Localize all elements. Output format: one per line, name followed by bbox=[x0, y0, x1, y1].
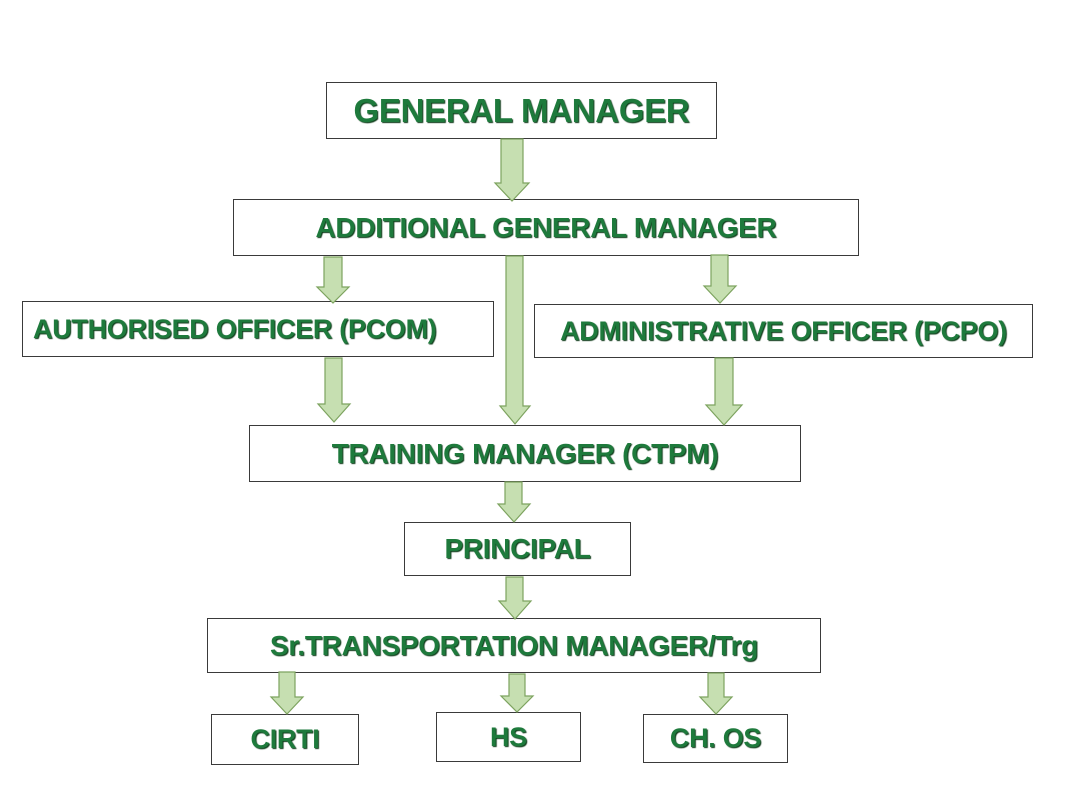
arrow-gm-to-agm bbox=[493, 138, 531, 202]
arrow-principal-to-sr-transportation-manager bbox=[497, 576, 533, 620]
arrow-authorised-officer-to-training-manager bbox=[316, 357, 352, 423]
node-label-sr-transportation-manager: Sr.TRANSPORTATION MANAGER/Trg bbox=[269, 629, 759, 661]
node-principal: PRINCIPAL bbox=[404, 522, 631, 576]
node-label-ch-os: CH. OS bbox=[669, 723, 762, 753]
arrow-agm-to-authorised-officer bbox=[315, 256, 351, 304]
arrow-agm-to-training-manager bbox=[498, 255, 532, 425]
arrow-administrative-officer-to-training-manager bbox=[704, 357, 744, 426]
node-administrative-officer: ADMINISTRATIVE OFFICER (PCPO) bbox=[534, 304, 1033, 358]
node-label-additional-general-manager: ADDITIONAL GENERAL MANAGER bbox=[315, 211, 777, 243]
node-label-training-manager: TRAINING MANAGER (CTPM) bbox=[331, 437, 719, 469]
node-additional-general-manager: ADDITIONAL GENERAL MANAGER bbox=[233, 199, 859, 256]
arrow-sr-tm-to-cirti bbox=[269, 671, 305, 715]
arrow-training-manager-to-principal bbox=[496, 481, 532, 523]
node-ch-os: CH. OS bbox=[643, 714, 788, 763]
node-training-manager: TRAINING MANAGER (CTPM) bbox=[249, 425, 801, 482]
node-authorised-officer: AUTHORISED OFFICER (PCOM) bbox=[22, 301, 494, 357]
node-label-administrative-officer: ADMINISTRATIVE OFFICER (PCPO) bbox=[560, 315, 1007, 346]
node-label-cirti: CIRTI bbox=[250, 724, 320, 754]
node-label-authorised-officer: AUTHORISED OFFICER (PCOM) bbox=[33, 313, 437, 344]
arrow-sr-tm-to-hs bbox=[499, 673, 535, 713]
arrow-agm-to-administrative-officer bbox=[702, 254, 738, 304]
node-cirti: CIRTI bbox=[211, 714, 359, 765]
node-label-general-manager: GENERAL MANAGER bbox=[353, 91, 690, 129]
arrow-sr-tm-to-ch-os bbox=[698, 672, 734, 715]
node-hs: HS bbox=[436, 712, 581, 762]
node-label-hs: HS bbox=[490, 721, 527, 752]
node-label-principal: PRINCIPAL bbox=[444, 533, 591, 564]
node-sr-transportation-manager: Sr.TRANSPORTATION MANAGER/Trg bbox=[207, 618, 821, 673]
node-general-manager: GENERAL MANAGER bbox=[326, 82, 717, 139]
